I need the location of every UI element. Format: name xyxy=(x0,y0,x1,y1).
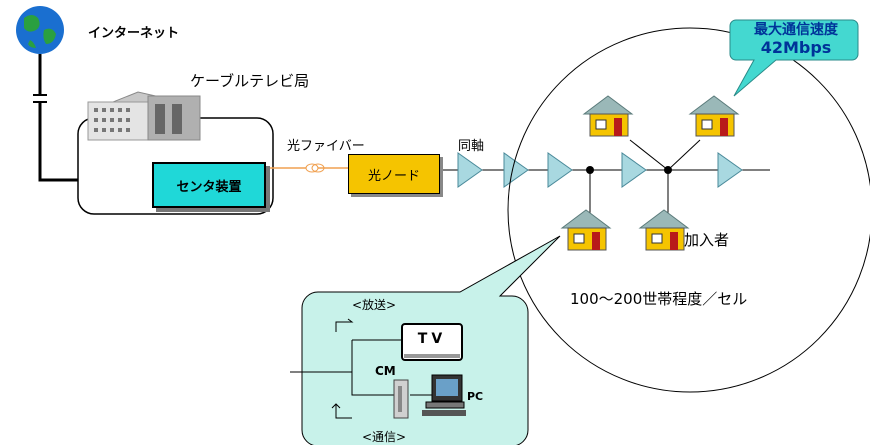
communication-label: <通信> xyxy=(362,430,407,444)
subscriber-label: 加入者 xyxy=(684,231,730,249)
amplifier-icon xyxy=(457,152,743,188)
speed-line1: 最大通信速度 xyxy=(754,22,838,38)
fiber-label: 光ファイバー xyxy=(287,139,365,154)
drop-lines xyxy=(589,139,701,215)
speed-callout xyxy=(729,19,859,97)
coax-label: 同軸 xyxy=(458,139,485,154)
households-label: 100～200世帯程度／セル xyxy=(570,290,748,308)
house-icon xyxy=(638,209,690,251)
home-wiring xyxy=(290,318,432,419)
cable-station-label: ケーブルテレビ局 xyxy=(190,72,310,90)
cell-circle xyxy=(507,27,870,393)
speed-text: 最大通信速度 42Mbps xyxy=(736,22,856,56)
optical-node-label: 光ノード xyxy=(367,168,420,184)
tv-label: TV xyxy=(417,331,447,347)
tv-icon xyxy=(401,323,463,361)
broadcast-label: <放送> xyxy=(352,298,397,312)
tap-point xyxy=(586,166,594,174)
globe-icon xyxy=(16,6,64,54)
house-icon xyxy=(688,95,740,137)
house-icon xyxy=(560,209,612,251)
pc-label: PC xyxy=(467,390,484,403)
cm-label: CM xyxy=(375,364,396,378)
house-icon xyxy=(582,95,634,137)
fiber-coil-icon xyxy=(305,163,325,173)
speed-line2: 42Mbps xyxy=(760,38,832,57)
center-equipment-box: センタ装置 xyxy=(152,162,266,208)
optical-node-box: 光ノード xyxy=(348,154,440,194)
center-equipment-label: センタ装置 xyxy=(176,179,242,195)
building-icon xyxy=(87,91,201,141)
tap-point xyxy=(664,166,672,174)
pc-icon xyxy=(422,374,466,416)
cable-modem-icon xyxy=(393,379,409,419)
internet-label: インターネット xyxy=(88,26,180,41)
